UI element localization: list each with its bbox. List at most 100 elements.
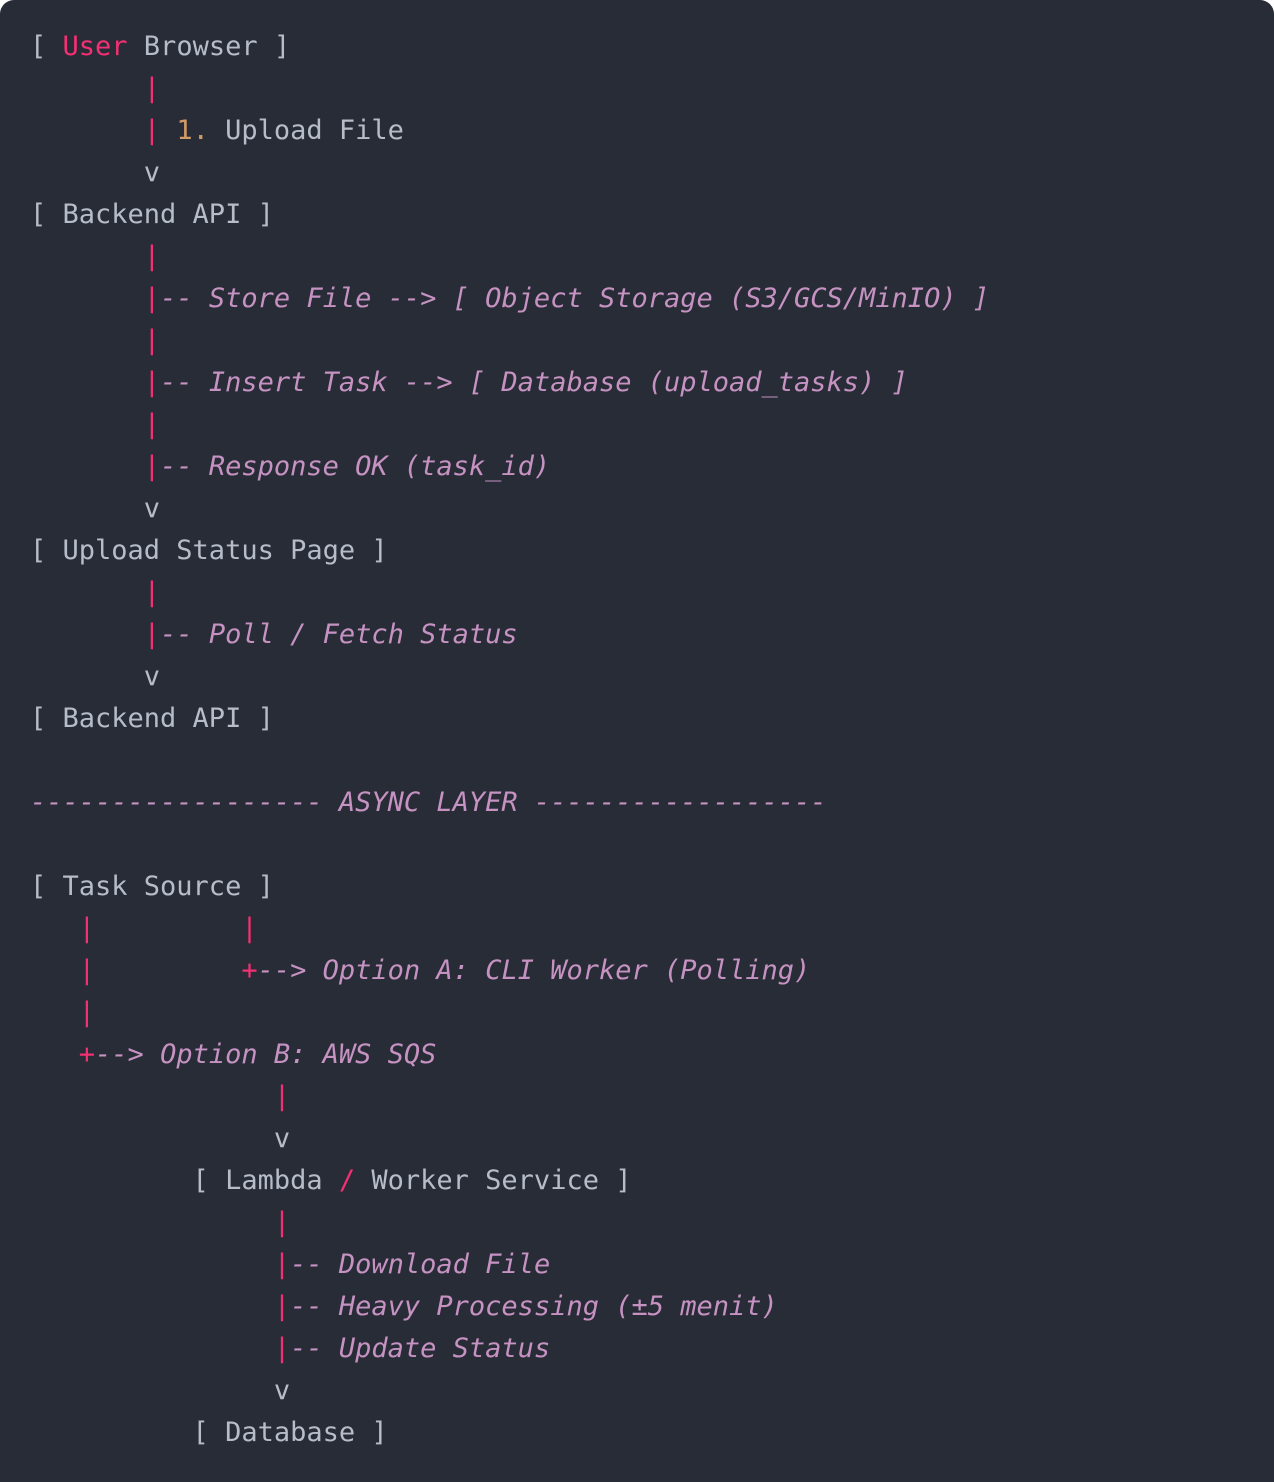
code-token: | bbox=[143, 325, 161, 356]
code-line: v bbox=[30, 152, 1254, 194]
code-line: | bbox=[30, 320, 1254, 362]
code-token: | bbox=[78, 997, 96, 1028]
code-token bbox=[95, 955, 241, 986]
code-line: | bbox=[30, 404, 1254, 446]
code-token bbox=[30, 1249, 274, 1280]
code-token bbox=[30, 73, 144, 104]
code-token: -- Download File bbox=[290, 1249, 551, 1280]
code-token: v bbox=[30, 661, 161, 692]
code-line: [ Lambda / Worker Service ] bbox=[30, 1160, 1254, 1202]
code-token: | bbox=[78, 955, 96, 986]
code-token: [ Backend API ] bbox=[30, 199, 274, 230]
code-token: 1. bbox=[176, 115, 209, 146]
code-line: | bbox=[30, 1202, 1254, 1244]
code-token bbox=[30, 1291, 274, 1322]
code-line: [ Backend API ] bbox=[30, 194, 1254, 236]
code-token bbox=[95, 913, 241, 944]
code-line: [ Upload Status Page ] bbox=[30, 530, 1254, 572]
code-token: Browser ] bbox=[127, 31, 291, 62]
code-token: | bbox=[143, 73, 161, 104]
code-token: [ Task Source ] bbox=[30, 871, 274, 902]
code-token: | bbox=[143, 367, 161, 398]
code-token: v bbox=[30, 157, 161, 188]
code-token: --> Option B: AWS SQS bbox=[95, 1039, 437, 1070]
code-token: Upload File bbox=[208, 115, 404, 146]
code-token bbox=[30, 1039, 79, 1070]
code-line: v bbox=[30, 1370, 1254, 1412]
code-token bbox=[30, 1333, 274, 1364]
code-line: |-- Update Status bbox=[30, 1328, 1254, 1370]
code-token: + bbox=[241, 955, 258, 986]
code-token: Worker Service ] bbox=[355, 1165, 632, 1196]
code-token: | bbox=[143, 619, 161, 650]
code-line: |-- Heavy Processing (±5 menit) bbox=[30, 1286, 1254, 1328]
code-token: | bbox=[78, 913, 96, 944]
code-token bbox=[30, 997, 79, 1028]
code-line: |-- Poll / Fetch Status bbox=[30, 614, 1254, 656]
code-token: -- Store File --> [ Object Storage (S3/G… bbox=[160, 283, 990, 314]
code-token: [ Backend API ] bbox=[30, 703, 274, 734]
code-token: | bbox=[241, 913, 258, 944]
code-token: -- Heavy Processing (±5 menit) bbox=[290, 1291, 778, 1322]
code-token: [ Lambda bbox=[30, 1165, 339, 1196]
code-token: -- Poll / Fetch Status bbox=[160, 619, 518, 650]
code-token bbox=[30, 115, 144, 146]
code-token: | bbox=[143, 577, 161, 608]
code-token: ------------------ ASYNC LAYER ---------… bbox=[30, 787, 827, 818]
code-token: | bbox=[273, 1081, 291, 1112]
code-line: ------------------ ASYNC LAYER ---------… bbox=[30, 782, 1254, 824]
code-token bbox=[30, 409, 144, 440]
code-line: v bbox=[30, 656, 1254, 698]
code-token bbox=[30, 955, 79, 986]
code-token: v bbox=[30, 493, 161, 524]
code-token bbox=[30, 1081, 274, 1112]
code-line: | | bbox=[30, 908, 1254, 950]
code-token: [ Upload Status Page ] bbox=[30, 535, 388, 566]
code-token: [ bbox=[30, 31, 63, 62]
code-token: | bbox=[273, 1333, 291, 1364]
code-token: -- Insert Task --> [ Database (upload_ta… bbox=[160, 367, 908, 398]
code-token: | bbox=[143, 283, 161, 314]
code-token: | bbox=[273, 1207, 291, 1238]
code-token bbox=[30, 1207, 274, 1238]
code-token: [ Database ] bbox=[30, 1417, 388, 1448]
code-token: / bbox=[338, 1165, 356, 1196]
ascii-architecture-diagram: [ User Browser ] | | 1. Upload File v [ B… bbox=[30, 26, 1254, 1454]
code-line: |-- Download File bbox=[30, 1244, 1254, 1286]
code-line: | bbox=[30, 992, 1254, 1034]
code-token: -- Update Status bbox=[290, 1333, 551, 1364]
code-token: User bbox=[62, 31, 128, 62]
code-token: | bbox=[143, 409, 161, 440]
code-line: | bbox=[30, 572, 1254, 614]
code-line: [ Task Source ] bbox=[30, 866, 1254, 908]
code-line: [ User Browser ] bbox=[30, 26, 1254, 68]
code-token bbox=[30, 325, 144, 356]
code-line: v bbox=[30, 488, 1254, 530]
code-token: -- Response OK (task_id) bbox=[160, 451, 551, 482]
code-token: | bbox=[143, 451, 161, 482]
code-token bbox=[30, 367, 144, 398]
code-line: | bbox=[30, 68, 1254, 110]
code-line: | bbox=[30, 236, 1254, 278]
code-token: | bbox=[143, 241, 161, 272]
code-line: |-- Store File --> [ Object Storage (S3/… bbox=[30, 278, 1254, 320]
code-token bbox=[30, 619, 144, 650]
code-token: | bbox=[273, 1249, 291, 1280]
code-token: + bbox=[78, 1039, 96, 1070]
code-token bbox=[30, 913, 79, 944]
code-token bbox=[30, 451, 144, 482]
code-token: v bbox=[30, 1123, 291, 1154]
code-token bbox=[30, 283, 144, 314]
code-line: v bbox=[30, 1118, 1254, 1160]
code-token bbox=[160, 115, 176, 146]
code-line: | +--> Option A: CLI Worker (Polling) bbox=[30, 950, 1254, 992]
code-line bbox=[30, 824, 1254, 866]
code-token: | bbox=[143, 115, 161, 146]
code-line: +--> Option B: AWS SQS bbox=[30, 1034, 1254, 1076]
code-token: | bbox=[273, 1291, 291, 1322]
code-line: |-- Insert Task --> [ Database (upload_t… bbox=[30, 362, 1254, 404]
code-line: [ Backend API ] bbox=[30, 698, 1254, 740]
code-token bbox=[30, 241, 144, 272]
code-line bbox=[30, 740, 1254, 782]
